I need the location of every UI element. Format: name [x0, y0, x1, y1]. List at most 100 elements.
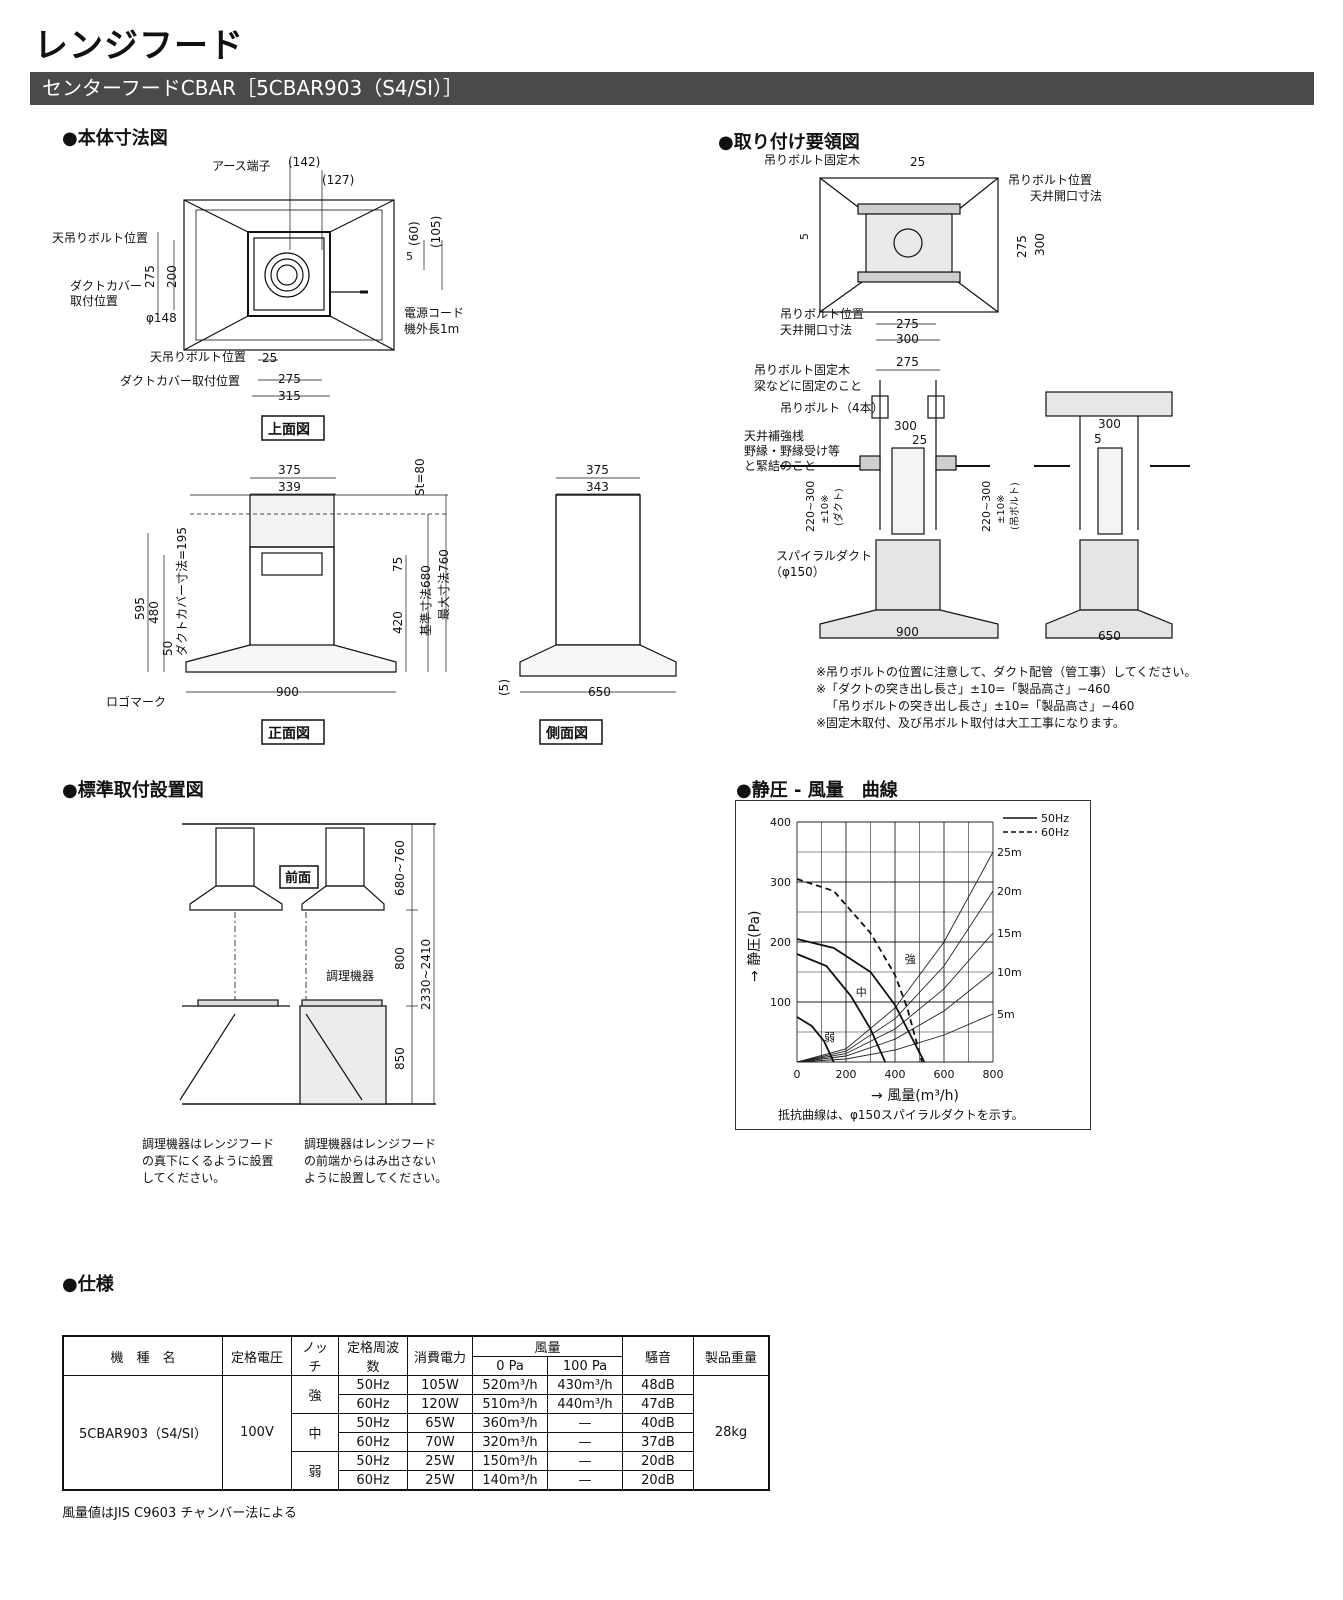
lbl-60: (60): [407, 221, 421, 246]
lbl-420: 420: [391, 611, 405, 634]
mode-label: 弱: [824, 1031, 835, 1044]
lbl-duct-cover2: 取付位置: [70, 293, 118, 308]
lbl-power-cord2: 機外長1m: [404, 321, 459, 336]
lbl-inst-top275: 275: [896, 355, 919, 369]
cell-pa0: 140m³/h: [472, 1470, 548, 1491]
legend-label: 60Hz: [1041, 826, 1069, 839]
table-header-row: 機 種 名 定格電圧 ノッチ 定格周波数 消費電力 風量 騒音 製品重量: [62, 1335, 770, 1376]
cell-pa0: 510m³/h: [472, 1394, 548, 1414]
lbl-logo: ロゴマーク: [106, 694, 166, 709]
lbl-std680: 基準寸法680: [418, 565, 433, 636]
chart-note: 抵抗曲線は、φ150スパイラルダクトを示す。: [778, 1108, 1024, 1122]
lbl-side-5: (5): [497, 679, 511, 696]
lbl-front: 前面: [285, 870, 311, 886]
x-tick-label: 0: [794, 1068, 801, 1081]
cell-pa100: —: [547, 1470, 623, 1491]
lbl-beam: 梁などに固定のこと: [754, 378, 862, 393]
lbl-595: 595: [133, 597, 147, 620]
cell-voltage: 100V: [222, 1375, 292, 1491]
lbl-spiral: スパイラルダクト: [776, 548, 872, 563]
cell-pa0: 360m³/h: [472, 1413, 548, 1433]
lbl-680-760: 680~760: [393, 840, 407, 896]
cell-freq: 60Hz: [338, 1432, 408, 1452]
lbl-inst-300: 300: [894, 419, 917, 433]
lbl-earth: アース端子: [212, 159, 271, 173]
y-tick-label: 200: [770, 936, 791, 949]
series-line: [796, 938, 926, 1063]
table-header-row: 0 Pa 100 Pa: [63, 1356, 769, 1376]
lbl-inst-r5: 5: [1094, 432, 1102, 446]
lbl-max760: 最大寸法760: [437, 549, 451, 620]
resistance-curve: [796, 1013, 994, 1063]
heading-body-dimensions: ●本体寸法図: [62, 128, 168, 149]
lbl-375: 375: [278, 463, 301, 477]
th-pa0: 0 Pa: [472, 1356, 548, 1376]
lbl-inst-w900: 900: [896, 625, 919, 639]
lbl-2330-2410: 2330~2410: [419, 939, 433, 1010]
lbl-800: 800: [393, 947, 407, 970]
product-bar: センターフードCBAR［5CBAR903（S4/SI）］: [30, 72, 1314, 105]
y-axis-label: → 静圧(Pa): [747, 911, 763, 983]
install-note: ※固定木取付、及び吊ボルト取付は大工工事になります。: [816, 716, 1125, 730]
table-row: 60Hz 120W 510m³/h 440m³/h 47dB: [63, 1394, 769, 1414]
note-right-line: ように設置してください。: [304, 1171, 448, 1185]
cell-weight: 28kg: [693, 1375, 770, 1491]
cell-power: 65W: [407, 1413, 473, 1433]
cell-noise: 48dB: [622, 1375, 694, 1395]
cell-freq: 60Hz: [338, 1470, 408, 1491]
lbl-25: 25: [262, 351, 277, 365]
heading-pressure-curve: ●静圧 - 風量 曲線: [736, 780, 898, 801]
cell-notch: 強: [291, 1375, 339, 1414]
x-tick-label: 400: [885, 1068, 906, 1081]
cell-freq: 50Hz: [338, 1413, 408, 1433]
lbl-inst-w650: 650: [1098, 629, 1121, 643]
y-tick-label: 400: [770, 816, 791, 829]
legend-label: 50Hz: [1041, 812, 1069, 825]
mode-label: 中: [856, 986, 867, 999]
lbl-850: 850: [393, 1047, 407, 1070]
lbl-duct-cover-pos: ダクトカバー取付位置: [120, 373, 240, 388]
install-note: ※「ダクトの突き出し長さ」±10=「製品高さ」−460: [816, 682, 1111, 696]
top-view-caption: 上面図: [268, 422, 310, 438]
cell-noise: 47dB: [622, 1394, 694, 1414]
th-noise: 騒音: [622, 1335, 694, 1376]
lbl-inst-275h: 275: [896, 317, 919, 331]
lbl-105: (105): [429, 216, 443, 248]
th-pa100: 100 Pa: [547, 1356, 623, 1376]
cell-power: 105W: [407, 1375, 473, 1395]
spec-table: 機 種 名 定格電圧 ノッチ 定格周波数 消費電力 風量 騒音 製品重量 0 P…: [62, 1335, 770, 1491]
note-left-line: 調理機器はレンジフード: [142, 1137, 275, 1151]
y-tick-label: 300: [770, 876, 791, 889]
resistance-label: 20m: [997, 885, 1022, 898]
lbl-5: 5: [406, 250, 413, 263]
mode-label: 強: [905, 953, 916, 966]
lbl-bolt-wood: 吊りボルト固定木: [764, 152, 860, 167]
lbl-reinforce: 天井補強桟: [744, 429, 804, 443]
resistance-label: 25m: [997, 846, 1022, 859]
lbl-bolt4: 吊りボルト（4本）: [780, 401, 884, 415]
lbl-50: 50: [161, 641, 175, 656]
lbl-ceiling-bolt: 天吊りボルト位置: [52, 230, 148, 245]
th-notch: ノッチ: [291, 1335, 339, 1376]
lbl-bolt-pos: 吊りボルト位置: [1008, 172, 1092, 187]
lbl-range1c: (ダクト): [832, 488, 845, 526]
lbl-ceiling-open: 天井開口寸法: [1030, 189, 1102, 203]
lbl-spiral2: （φ150）: [770, 565, 825, 579]
lbl-range1: 220~300: [804, 481, 817, 532]
x-axis-label: → 風量(m³/h): [871, 1088, 959, 1104]
note-left-line: の真下にくるように設置: [142, 1154, 274, 1168]
cell-model: 5CBAR903（S4/SI）: [62, 1375, 223, 1491]
cell-power: 25W: [407, 1470, 473, 1491]
th-freq: 定格周波数: [338, 1335, 408, 1376]
cell-power: 25W: [407, 1451, 473, 1471]
heading-spec: ●仕様: [62, 1274, 114, 1295]
resistance-curve: [796, 971, 994, 1063]
heading-install-guide: ●取り付け要領図: [718, 132, 860, 153]
lbl-127: (127): [322, 173, 354, 187]
cell-noise: 20dB: [622, 1451, 694, 1471]
note-right-line: の前端からはみ出さない: [304, 1154, 437, 1168]
lbl-range1b: ±10※: [820, 495, 831, 524]
